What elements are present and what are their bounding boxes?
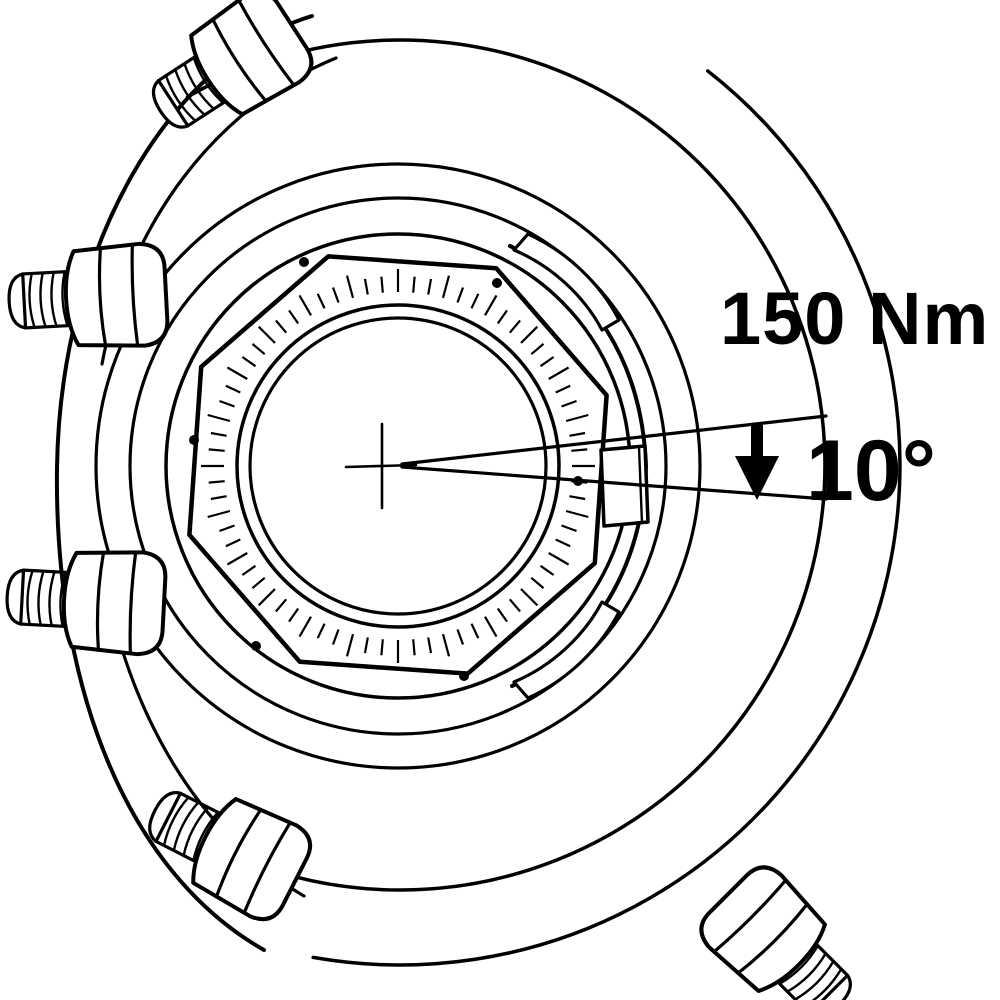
- stud-bottom-right: [692, 858, 875, 1000]
- stud-left-lower: [4, 545, 166, 655]
- nut-side: [508, 232, 648, 700]
- stake-marks: [189, 257, 583, 681]
- rotation-arrow-icon: [735, 424, 779, 500]
- graduation-tick-ring: [201, 269, 595, 663]
- stud-bottom-left: [129, 763, 320, 930]
- torque-label: 150 Nm: [720, 277, 989, 360]
- hub-rings: [94, 162, 702, 770]
- angle-label: 10°: [806, 423, 936, 519]
- stud-left-upper: [6, 243, 168, 353]
- hub-drum-arcs: [185, 38, 902, 967]
